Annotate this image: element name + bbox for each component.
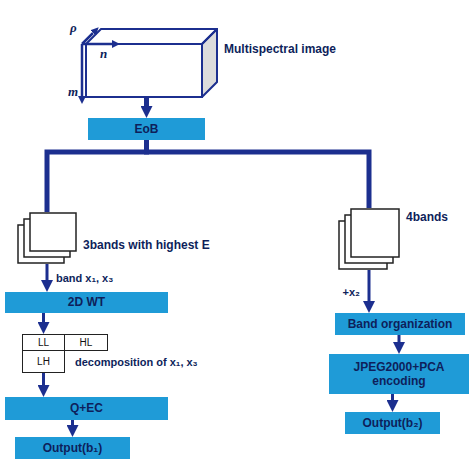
node-text: Output(b₁): [43, 441, 103, 455]
cube-outline: [85, 28, 218, 98]
output-bar: Output(b₂): [345, 412, 440, 434]
node-text: EoB: [135, 122, 159, 136]
axis-label: n: [100, 46, 107, 62]
edge-label: band x₁, x₃: [55, 272, 114, 284]
connector-arrow: [147, 140, 370, 208]
process-bar: JPEG2000+PCA encoding: [329, 354, 469, 394]
band-stack: 3bands with highest E: [17, 212, 77, 264]
process-bar: EoB: [88, 118, 205, 140]
subband-cell: LL: [22, 334, 65, 351]
connector-arrow: [42, 313, 45, 322]
cube-top: [86, 29, 217, 44]
sheet: [351, 209, 399, 257]
subband-cell: HL: [64, 334, 108, 351]
output-bar: Output(b₁): [15, 437, 130, 459]
annotation-text: decomposition of x₁, x₃: [74, 356, 199, 368]
axis-m: [81, 44, 84, 96]
connector-arrow: [71, 420, 74, 425]
node-heading: 3bands with highest E: [83, 238, 210, 252]
node-text: JPEG2000+PCA encoding: [335, 360, 463, 389]
connector-arrow: [368, 270, 371, 301]
band-stack: 4bands: [338, 208, 400, 270]
connector-arrow: [47, 140, 147, 212]
process-bar: Band organization: [335, 313, 465, 335]
connector-arrow: [144, 98, 149, 106]
node-text: LH: [37, 356, 50, 367]
cube-front: [86, 44, 202, 97]
process-bar: Q+EC: [5, 397, 168, 420]
node-text: Output(b₂): [363, 416, 423, 430]
sheet-stack: [17, 212, 77, 264]
node-text: 2D WT: [68, 295, 105, 309]
node-text: LL: [38, 337, 49, 348]
connector-arrow: [391, 394, 394, 400]
node-text: HL: [80, 337, 93, 348]
sheet-stack: [338, 208, 400, 270]
connector-arrow: [42, 373, 45, 385]
cube-side: [202, 29, 217, 97]
subband-cell: LH: [22, 350, 65, 373]
node-heading: Multispectral image: [224, 42, 336, 56]
connector-arrow: [398, 335, 401, 342]
sheet: [30, 213, 76, 251]
image-cube: Multispectral image: [85, 28, 218, 98]
process-bar: 2D WT: [5, 292, 168, 313]
axis-label: ρ: [70, 20, 77, 36]
axis-label: m: [68, 84, 78, 100]
node-text: Band organization: [348, 317, 453, 331]
node-text: Q+EC: [70, 401, 103, 415]
edge-label: +x₂: [342, 286, 361, 298]
node-heading: 4bands: [406, 210, 448, 224]
connector-arrow: [46, 264, 49, 280]
